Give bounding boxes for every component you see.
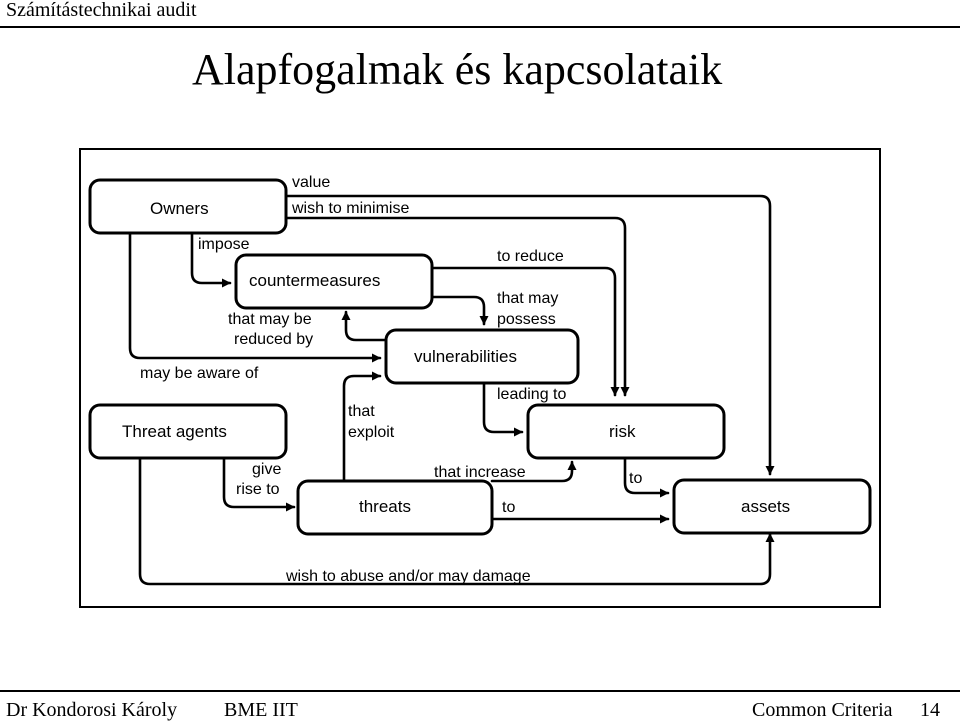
node-threats: threats bbox=[359, 497, 411, 516]
edge-owners-assets bbox=[284, 194, 775, 476]
edge-label-to-risk-assets: to bbox=[629, 470, 642, 487]
edge-owners-countermeasures bbox=[190, 231, 232, 288]
footer-institution: BME IIT bbox=[224, 699, 298, 721]
edge-label-that-may-be: that may be bbox=[228, 311, 312, 328]
header-rule bbox=[0, 26, 960, 28]
edge-label-wish-to-abuse: wish to abuse and/or may damage bbox=[285, 568, 531, 585]
node-owners-box bbox=[88, 178, 288, 235]
node-assets: assets bbox=[741, 497, 790, 516]
edge-label-leading-to: leading to bbox=[497, 386, 566, 403]
edge-label-exploit: exploit bbox=[348, 424, 395, 441]
node-risk-box bbox=[526, 403, 726, 460]
edge-label-impose: impose bbox=[198, 236, 250, 253]
edge-threats-risk bbox=[490, 460, 577, 483]
security-concepts-diagram: Owners countermeasures vulnerabilities T… bbox=[79, 148, 881, 608]
edge-label-possess: possess bbox=[497, 311, 556, 328]
edge-label-that-may: that may bbox=[497, 290, 558, 307]
edge-label-value: value bbox=[292, 174, 330, 191]
edge-label-that: that bbox=[348, 403, 375, 420]
node-risk: risk bbox=[609, 422, 636, 441]
footer-page-number: 14 bbox=[920, 699, 940, 721]
node-owners: Owners bbox=[150, 199, 209, 218]
edge-label-to-threats-assets: to bbox=[502, 499, 515, 516]
edge-label-rise-to: rise to bbox=[236, 481, 280, 498]
footer-rule bbox=[0, 690, 960, 692]
edge-label-may-be-aware-of: may be aware of bbox=[140, 365, 259, 382]
edge-owners-vulnerabilities bbox=[128, 231, 382, 363]
course-header: Számítástechnikai audit bbox=[6, 0, 197, 21]
edge-countermeasures-vulnerabilities bbox=[430, 295, 489, 326]
edge-countermeasures-risk bbox=[430, 266, 620, 397]
edge-label-reduced-by: reduced by bbox=[234, 331, 313, 348]
slide-title: Alapfogalmak és kapcsolataik bbox=[192, 45, 723, 94]
edge-label-to-reduce: to reduce bbox=[497, 248, 564, 265]
edge-vulnerabilities-countermeasures bbox=[341, 310, 388, 342]
edge-threatagents-assets bbox=[138, 456, 775, 586]
edge-label-give: give bbox=[252, 461, 281, 478]
node-countermeasures-box bbox=[234, 253, 434, 310]
node-threat-agents-box bbox=[88, 403, 288, 460]
node-countermeasures: countermeasures bbox=[249, 271, 380, 290]
node-vulnerabilities-box bbox=[384, 328, 580, 385]
node-assets-box bbox=[672, 478, 872, 535]
edge-label-wish-to-minimise: wish to minimise bbox=[291, 200, 409, 217]
edge-owners-risk bbox=[284, 216, 630, 397]
footer-topic: Common Criteria bbox=[752, 699, 893, 721]
footer-author: Dr Kondorosi Károly bbox=[6, 699, 178, 721]
node-vulnerabilities: vulnerabilities bbox=[414, 347, 517, 366]
node-threats-box bbox=[296, 479, 494, 536]
edge-vulnerabilities-risk bbox=[482, 381, 524, 437]
edge-threats-vulnerabilities bbox=[342, 371, 382, 483]
node-threat-agents: Threat agents bbox=[122, 422, 227, 441]
edge-label-that-increase: that increase bbox=[434, 464, 526, 481]
edge-threatagents-threats bbox=[222, 456, 296, 512]
edge-risk-assets bbox=[623, 456, 670, 498]
